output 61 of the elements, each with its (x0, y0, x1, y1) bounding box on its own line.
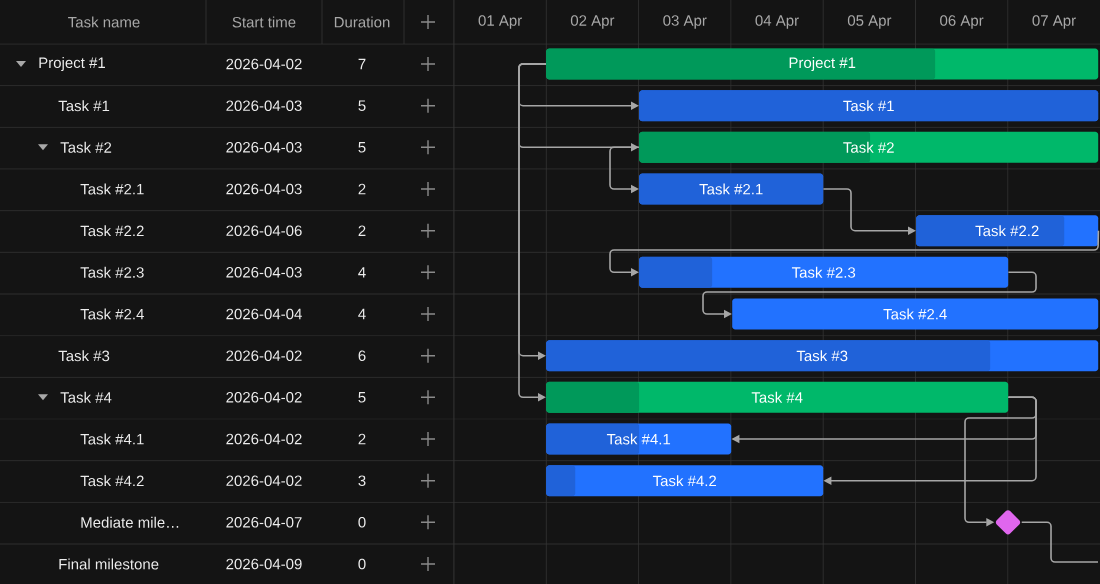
duration-text: 2 (358, 433, 366, 445)
task-name-text: Mediate mile… (81, 516, 179, 528)
duration-text: 5 (358, 142, 366, 153)
task-bar: Task #4 (546, 381, 1009, 413)
start-date-text: 2026-04-07 (226, 517, 302, 528)
duration-text: 5 (358, 392, 366, 403)
date-header: 01 Apr (478, 15, 522, 29)
task-bar: Task #2 (639, 131, 1099, 163)
start-date-text: 2026-04-02 (226, 58, 302, 70)
start-date-text: 2026-04-03 (226, 142, 302, 153)
task-name-text: Task #2.2 (80, 225, 144, 237)
task-bar: Task #2.2 (916, 215, 1099, 247)
column-header: Duration (334, 16, 390, 28)
task-name-text: Task #2 (60, 141, 112, 153)
task-bar: Task #2.3 (639, 256, 1009, 288)
duration-text: 0 (358, 558, 366, 570)
column-header: Task name (68, 16, 140, 28)
duration-text: 2 (358, 225, 366, 236)
start-date-text: 2026-04-09 (226, 558, 302, 570)
start-date-text: 2026-04-06 (226, 225, 302, 236)
task-bar: Task #1 (639, 90, 1099, 122)
task-bar: Task #4.1 (546, 423, 732, 455)
duration-text: 4 (358, 267, 366, 278)
task-bar: Task #3 (546, 340, 1099, 372)
task-name-text: Project #1 (39, 57, 105, 71)
task-bar: Task #2.4 (732, 298, 1099, 330)
date-header: 04 Apr (755, 15, 799, 29)
task-name-text: Task #3 (58, 350, 110, 362)
task-name-text: Task #4.2 (80, 475, 144, 487)
start-date-text: 2026-04-02 (226, 350, 302, 361)
start-date-text: 2026-04-02 (226, 433, 302, 445)
start-date-text: 2026-04-04 (226, 308, 302, 320)
task-name-text: Task #1 (58, 100, 110, 112)
column-header: Start time (232, 16, 296, 28)
task-bar: Task #4.2 (546, 465, 824, 497)
date-header: 05 Apr (847, 15, 892, 29)
start-date-text: 2026-04-02 (226, 475, 302, 486)
task-bar: Task #2.1 (639, 173, 824, 205)
duration-text: 2 (358, 183, 366, 195)
duration-text: 3 (358, 475, 366, 486)
task-name-text: Task #2.3 (80, 266, 144, 278)
task-name-text: Final milestone (59, 558, 159, 570)
duration-text: 4 (358, 308, 366, 320)
start-date-text: 2026-04-03 (226, 183, 302, 195)
date-header: 03 Apr (663, 15, 707, 29)
date-header: 06 Apr (940, 15, 984, 29)
duration-text: 7 (358, 58, 366, 70)
start-date-text: 2026-04-03 (226, 267, 302, 278)
task-bar: Project #1 (546, 48, 1099, 80)
task-name-text: Task #2.4 (80, 308, 144, 320)
task-name-text: Task #2.1 (80, 183, 144, 195)
duration-text: 5 (358, 100, 366, 111)
start-date-text: 2026-04-03 (226, 100, 302, 111)
date-header: 07 Apr (1032, 15, 1076, 29)
task-name-text: Task #4 (60, 391, 112, 403)
duration-text: 0 (358, 517, 366, 528)
duration-text: 6 (358, 350, 366, 361)
milestone-diamond (995, 510, 1021, 535)
start-date-text: 2026-04-02 (226, 392, 302, 403)
date-header: 02 Apr (570, 15, 615, 29)
task-name-text: Task #4.1 (80, 433, 144, 445)
